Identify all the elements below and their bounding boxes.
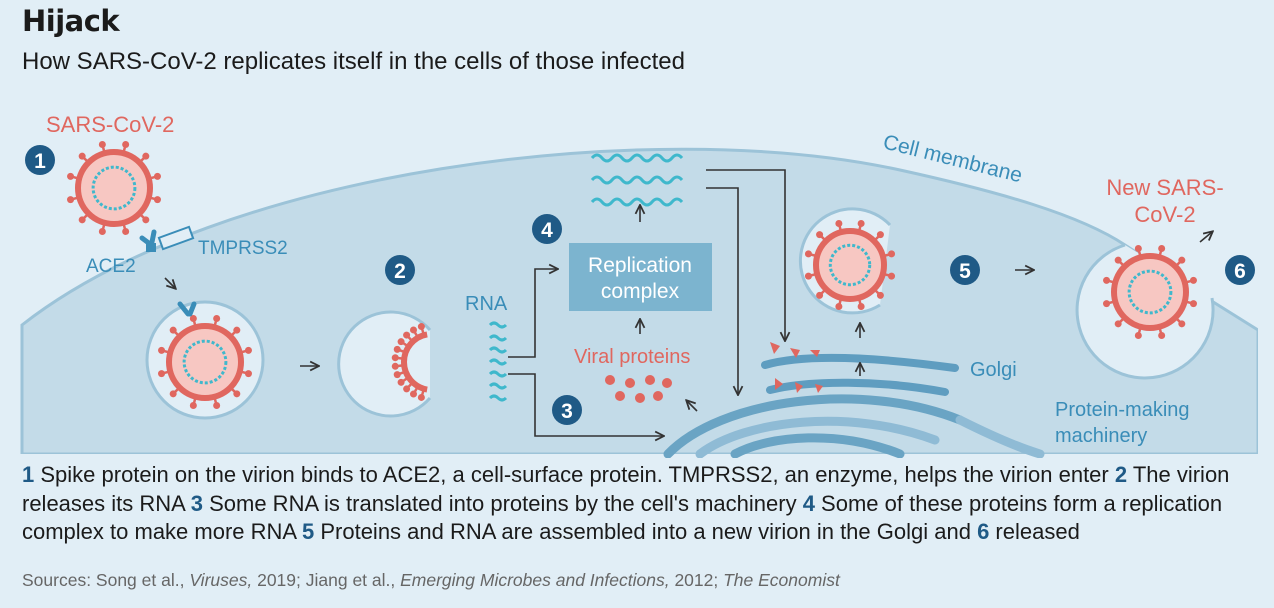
caption-step-text: The virion releases its RNA <box>22 462 1230 516</box>
svg-text:4: 4 <box>541 219 553 242</box>
replication-label-line2: complex <box>601 280 680 303</box>
caption-step-text: Some of these proteins form a replicatio… <box>22 490 1223 545</box>
step-badge-1: 1 <box>25 145 55 175</box>
ace2-receptor-internal <box>177 301 197 317</box>
tmprss2-enzyme <box>157 225 195 251</box>
caption-step-number: 1 <box>22 462 35 487</box>
caption-step-number: 3 <box>190 490 203 516</box>
sources-journal-3: The Economist <box>723 570 840 590</box>
step-badge-3: 3 <box>552 395 582 425</box>
virion-opening <box>391 323 428 401</box>
sources-mid-1: 2019; Jiang et al., <box>252 570 401 590</box>
replicated-rna <box>590 153 684 207</box>
virion-endosome <box>158 315 252 409</box>
sources-journal-2: Emerging Microbes and Infections, <box>400 570 670 590</box>
caption-step-number: 4 <box>802 490 815 516</box>
viral-protein-dots <box>605 375 672 403</box>
new-virus-label-line1: New SARS- <box>1106 175 1223 200</box>
virions-layer <box>67 141 1197 409</box>
virion-new <box>1103 245 1197 339</box>
replication-complex-box <box>569 243 712 311</box>
rna-strand <box>488 321 508 402</box>
caption-step-text: Some RNA is translated into proteins by … <box>202 490 803 516</box>
golgi <box>761 353 959 396</box>
svg-text:3: 3 <box>561 400 573 423</box>
protein-machinery-label-line1: Protein-making <box>1055 399 1190 421</box>
step-badge-6: 6 <box>1225 255 1255 285</box>
ace2-label: ACE2 <box>86 256 136 277</box>
tmprss2-label: TMPRSS2 <box>198 238 288 259</box>
new-virus-label-line2: CoV-2 <box>1134 202 1195 227</box>
ace2-receptor <box>139 229 157 252</box>
svg-text:5: 5 <box>959 260 971 283</box>
virion-assembling <box>804 219 896 311</box>
replication-label-line1: Replication <box>588 254 692 277</box>
vesicle-open <box>337 310 432 418</box>
protein-machinery-label-line2: machinery <box>1055 425 1147 447</box>
caption-step-number: 6 <box>977 519 990 544</box>
virus-label: SARS-CoV-2 <box>46 112 174 137</box>
svg-text:6: 6 <box>1234 260 1246 283</box>
caption-step-number: 5 <box>301 519 315 544</box>
caption: 1 Spike protein on the virion binds to A… <box>22 461 1262 547</box>
caption-step-text: Spike protein on the virion binds to ACE… <box>34 462 1115 487</box>
sources-mid-2: 2012; <box>669 570 724 590</box>
step-badge-4: 4 <box>532 214 562 244</box>
rna-label: RNA <box>465 293 508 315</box>
sources: Sources: Song et al., Viruses, 2019; Jia… <box>22 570 840 591</box>
figure-subtitle: How SARS-CoV-2 replicates itself in the … <box>22 48 685 75</box>
svg-text:1: 1 <box>34 150 46 173</box>
replication-diagram: Replication complex 1 2 3 <box>20 112 1258 458</box>
figure-title: Hijack <box>22 4 120 38</box>
golgi-proteins <box>770 342 823 393</box>
caption-step-number: 2 <box>1114 462 1128 487</box>
caption-step-text: released <box>989 519 1080 544</box>
golgi-label: Golgi <box>970 359 1017 381</box>
sources-prefix: Sources: Song et al., <box>22 570 190 590</box>
viral-proteins-label: Viral proteins <box>574 346 690 368</box>
svg-text:2: 2 <box>394 260 406 283</box>
virion-entering <box>67 141 161 235</box>
step-badge-2: 2 <box>385 255 415 285</box>
er-machinery <box>663 394 1045 458</box>
sources-journal-1: Viruses, <box>189 570 253 590</box>
flow-arrows <box>164 169 1212 436</box>
step-badge-5: 5 <box>950 255 980 285</box>
caption-step-text: Proteins and RNA are assembled into a ne… <box>314 519 978 544</box>
